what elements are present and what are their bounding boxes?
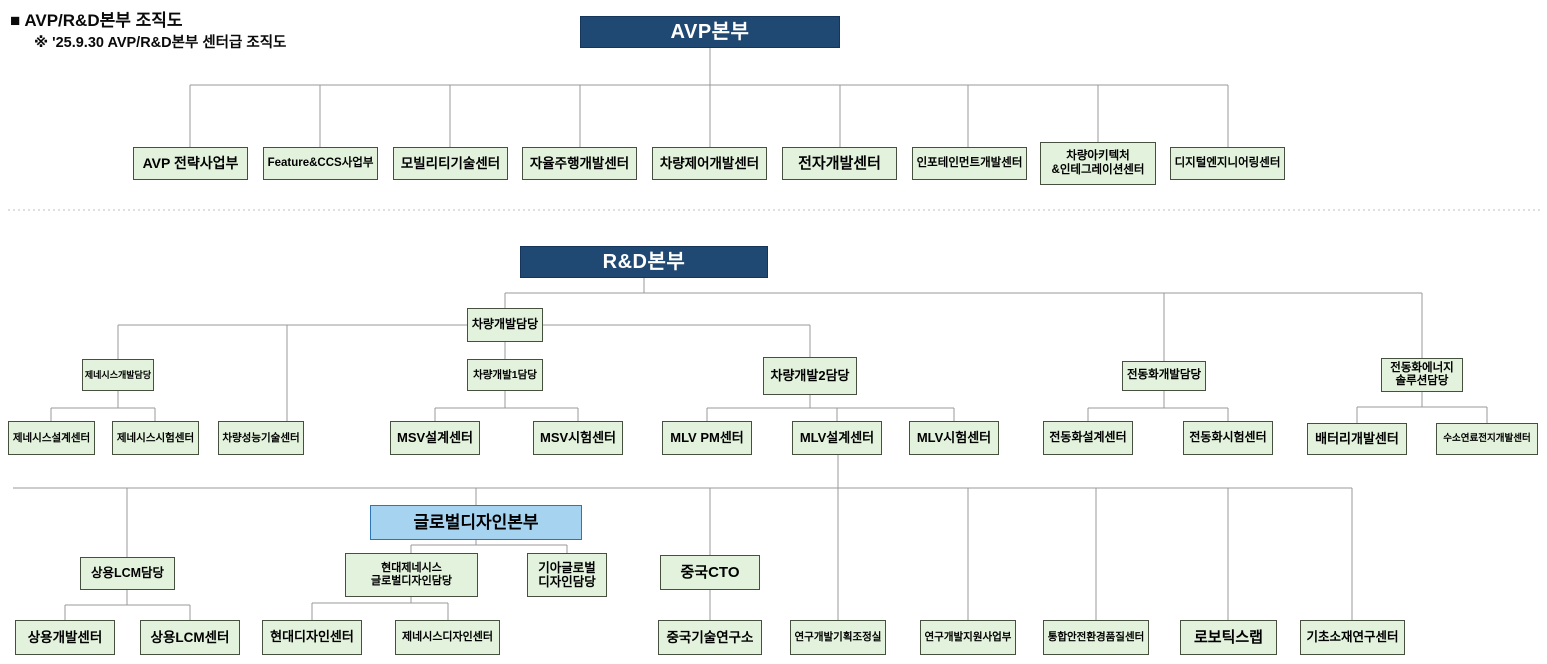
node-vehicle-control-center: 차량제어개발센터: [652, 147, 767, 180]
node-rnd-headquarters: R&D본부: [520, 246, 768, 278]
node-electrification-design-center: 전동화설계센터: [1043, 421, 1133, 455]
node-feature-ccs-division: Feature&CCS사업부: [263, 147, 378, 180]
node-rnd-support-division: 연구개발지원사업부: [920, 620, 1016, 655]
node-vehicle-performance-center: 차량성능기술센터: [218, 421, 304, 455]
node-electronics-center: 전자개발센터: [782, 147, 897, 180]
node-vehicle-dev-division: 차량개발담당: [467, 308, 543, 342]
node-hyundai-genesis-global-design-division: 현대제네시스 글로벌디자인담당: [345, 553, 478, 597]
node-genesis-design-center-design: 제네시스디자인센터: [395, 620, 500, 655]
node-china-tech-institute: 중국기술연구소: [658, 620, 762, 655]
node-commercial-dev-center: 상용개발센터: [15, 620, 115, 655]
node-mobility-tech-center: 모빌리티기술센터: [393, 147, 508, 180]
node-avp-headquarters: AVP본부: [580, 16, 840, 48]
node-basic-materials-research-center: 기초소재연구센터: [1300, 620, 1405, 655]
node-architecture-integration-center: 차량아키텍처 &인테그레이션센터: [1040, 142, 1156, 185]
node-infotainment-center: 인포테인먼트개발센터: [912, 147, 1027, 180]
node-msv-design-center: MSV설계센터: [390, 421, 480, 455]
node-mlv-test-center: MLV시험센터: [909, 421, 999, 455]
node-digital-engineering-center: 디지털엔지니어링센터: [1170, 147, 1285, 180]
page-subtitle: ※ '25.9.30 AVP/R&D본부 센터급 조직도: [34, 35, 287, 51]
node-genesis-test-center: 제네시스시험센터: [112, 421, 199, 455]
node-electrification-energy-solution-division: 전동화에너지 솔루션담당: [1381, 358, 1463, 392]
node-genesis-design-center: 제네시스설계센터: [8, 421, 95, 455]
node-hydrogen-fuel-cell-center: 수소연료전지개발센터: [1436, 423, 1538, 455]
node-commercial-lcm-division: 상용LCM담당: [80, 557, 175, 590]
node-genesis-dev-division: 제네시스개발담당: [82, 359, 154, 391]
page-title: ■ AVP/R&D본부 조직도: [10, 11, 183, 30]
node-robotics-lab: 로보틱스랩: [1180, 620, 1277, 655]
node-electrification-test-center: 전동화시험센터: [1183, 421, 1273, 455]
node-battery-dev-center: 배터리개발센터: [1307, 423, 1407, 455]
node-autonomous-driving-center: 자율주행개발센터: [522, 147, 637, 180]
node-rnd-planning-office: 연구개발기획조정실: [790, 620, 886, 655]
node-vehicle-dev1-division: 차량개발1담당: [467, 359, 543, 391]
node-msv-test-center: MSV시험센터: [533, 421, 623, 455]
node-hyundai-design-center: 현대디자인센터: [262, 620, 362, 655]
node-electrification-dev-division: 전동화개발담당: [1122, 361, 1206, 391]
node-mlv-design-center: MLV설계센터: [792, 421, 882, 455]
node-kia-global-design-division: 기아글로벌 디자인담당: [527, 553, 607, 597]
node-commercial-lcm-center: 상용LCM센터: [140, 620, 240, 655]
node-china-cto: 중국CTO: [660, 555, 760, 590]
node-mlv-pm-center: MLV PM센터: [662, 421, 752, 455]
node-vehicle-dev2-division: 차량개발2담당: [763, 357, 857, 395]
node-avp-strategy-division: AVP 전략사업부: [133, 147, 248, 180]
node-integrated-safety-quality-center: 통합안전환경품질센터: [1043, 620, 1149, 655]
node-global-design-headquarters: 글로벌디자인본부: [370, 505, 582, 540]
